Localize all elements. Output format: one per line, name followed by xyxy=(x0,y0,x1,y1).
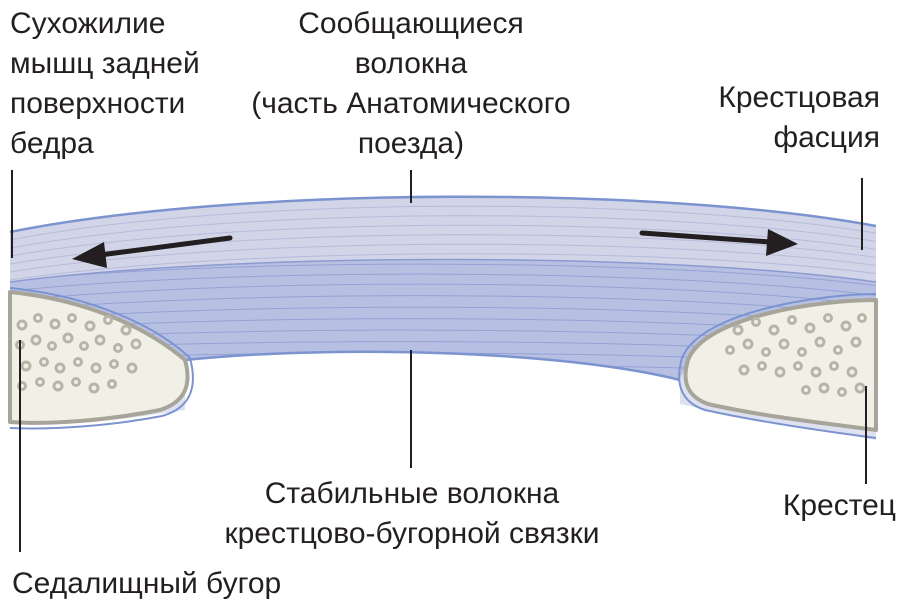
label-stable-line-1: Стабильные волокна xyxy=(264,477,560,510)
label-sacral-fascia-line-2: фасция xyxy=(773,121,880,154)
label-stable-fibers: Стабильные волокна крестцово-бугорной св… xyxy=(180,474,644,554)
label-communicating-line-4: поезда) xyxy=(357,127,465,160)
label-sacrum-text: Крестец xyxy=(782,489,896,522)
label-communicating-line-2: волокна xyxy=(354,47,468,80)
ischial-tuberosity-outline-blue xyxy=(9,287,194,430)
label-communicating-line-3: (часть Анатомического xyxy=(251,87,571,120)
label-hamstring-tendon: Сухожилие мышц задней поверхности бедра xyxy=(10,4,200,164)
ligament-lower-edge xyxy=(184,350,681,382)
label-communicating-fibers: Сообщающиеся волокна (часть Анатомическо… xyxy=(226,4,596,164)
label-sacral-fascia: Крестцовая фасция xyxy=(718,78,880,158)
arrow-right xyxy=(639,229,798,256)
sacrum-trabecular-pattern xyxy=(725,313,867,397)
label-sacrum: Крестец xyxy=(783,486,896,526)
label-sacral-fascia-line-1: Крестцовая xyxy=(718,81,880,114)
ischial-trabecular-pattern xyxy=(15,313,142,394)
label-ischial-text: Седалищный бугор xyxy=(12,567,282,600)
label-stable-line-2: крестцово-бугорной связки xyxy=(224,517,600,550)
label-communicating-line-1: Сообщающиеся xyxy=(298,7,524,40)
arrow-left xyxy=(72,235,233,268)
fascia-lower-edge xyxy=(9,258,877,283)
label-hamstring-line-1: Сухожилие xyxy=(10,7,166,40)
communicating-fascia-band xyxy=(10,196,876,282)
sacrum-outline-blue xyxy=(678,293,877,439)
label-ischial-tuberosity: Седалищный бугор xyxy=(12,564,281,604)
label-hamstring-line-2: мышц задней xyxy=(10,47,200,80)
fascia-top-edge xyxy=(9,195,877,234)
label-hamstring-line-3: поверхности xyxy=(10,87,186,120)
stable-ligament-body xyxy=(10,259,876,380)
label-hamstring-line-4: бедра xyxy=(10,127,94,160)
